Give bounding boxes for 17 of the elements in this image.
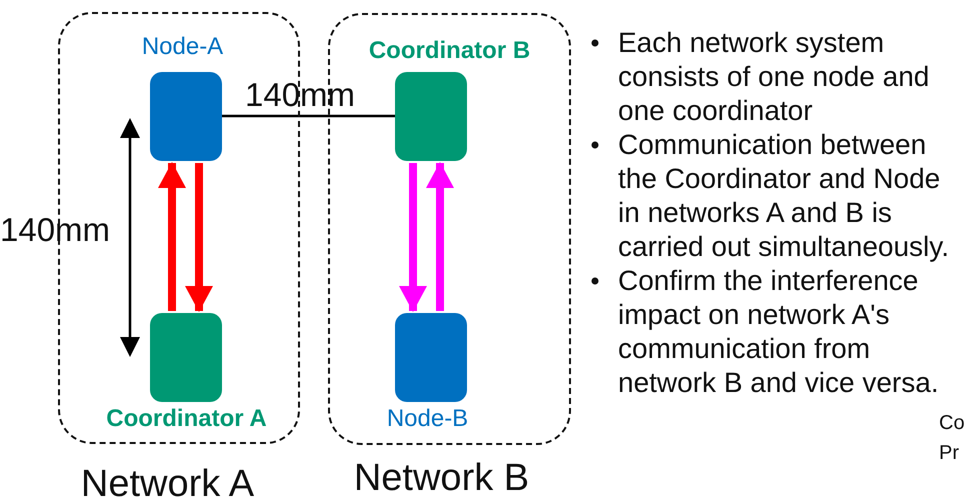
- device-label: Coordinator A: [106, 404, 267, 432]
- dimension-label: 140mm: [245, 76, 356, 114]
- network-label: Network A: [80, 462, 254, 498]
- bullet-text: Each network system consists of one node and one coordinator: [618, 27, 930, 126]
- device-label: Node-A: [142, 32, 224, 60]
- device-label: Node-B: [386, 404, 468, 432]
- device-label: Coordinator B: [368, 36, 530, 64]
- arrow: [158, 162, 186, 311]
- footnote-text: Pr: [939, 442, 959, 465]
- bullet-text: Confirm the interference impact on network A's communication from network B and vice versa.: [618, 265, 939, 398]
- arrow: [399, 163, 427, 312]
- bullet-text: Communication between the Coordinator and Node in networks A and B is carried out simultaneously.: [618, 129, 949, 262]
- footnote-text: Co: [939, 412, 965, 435]
- arrow: [185, 163, 213, 312]
- dimension-label: 140mm: [0, 211, 110, 249]
- network-label: Network B: [354, 456, 530, 498]
- arrow: [426, 162, 454, 311]
